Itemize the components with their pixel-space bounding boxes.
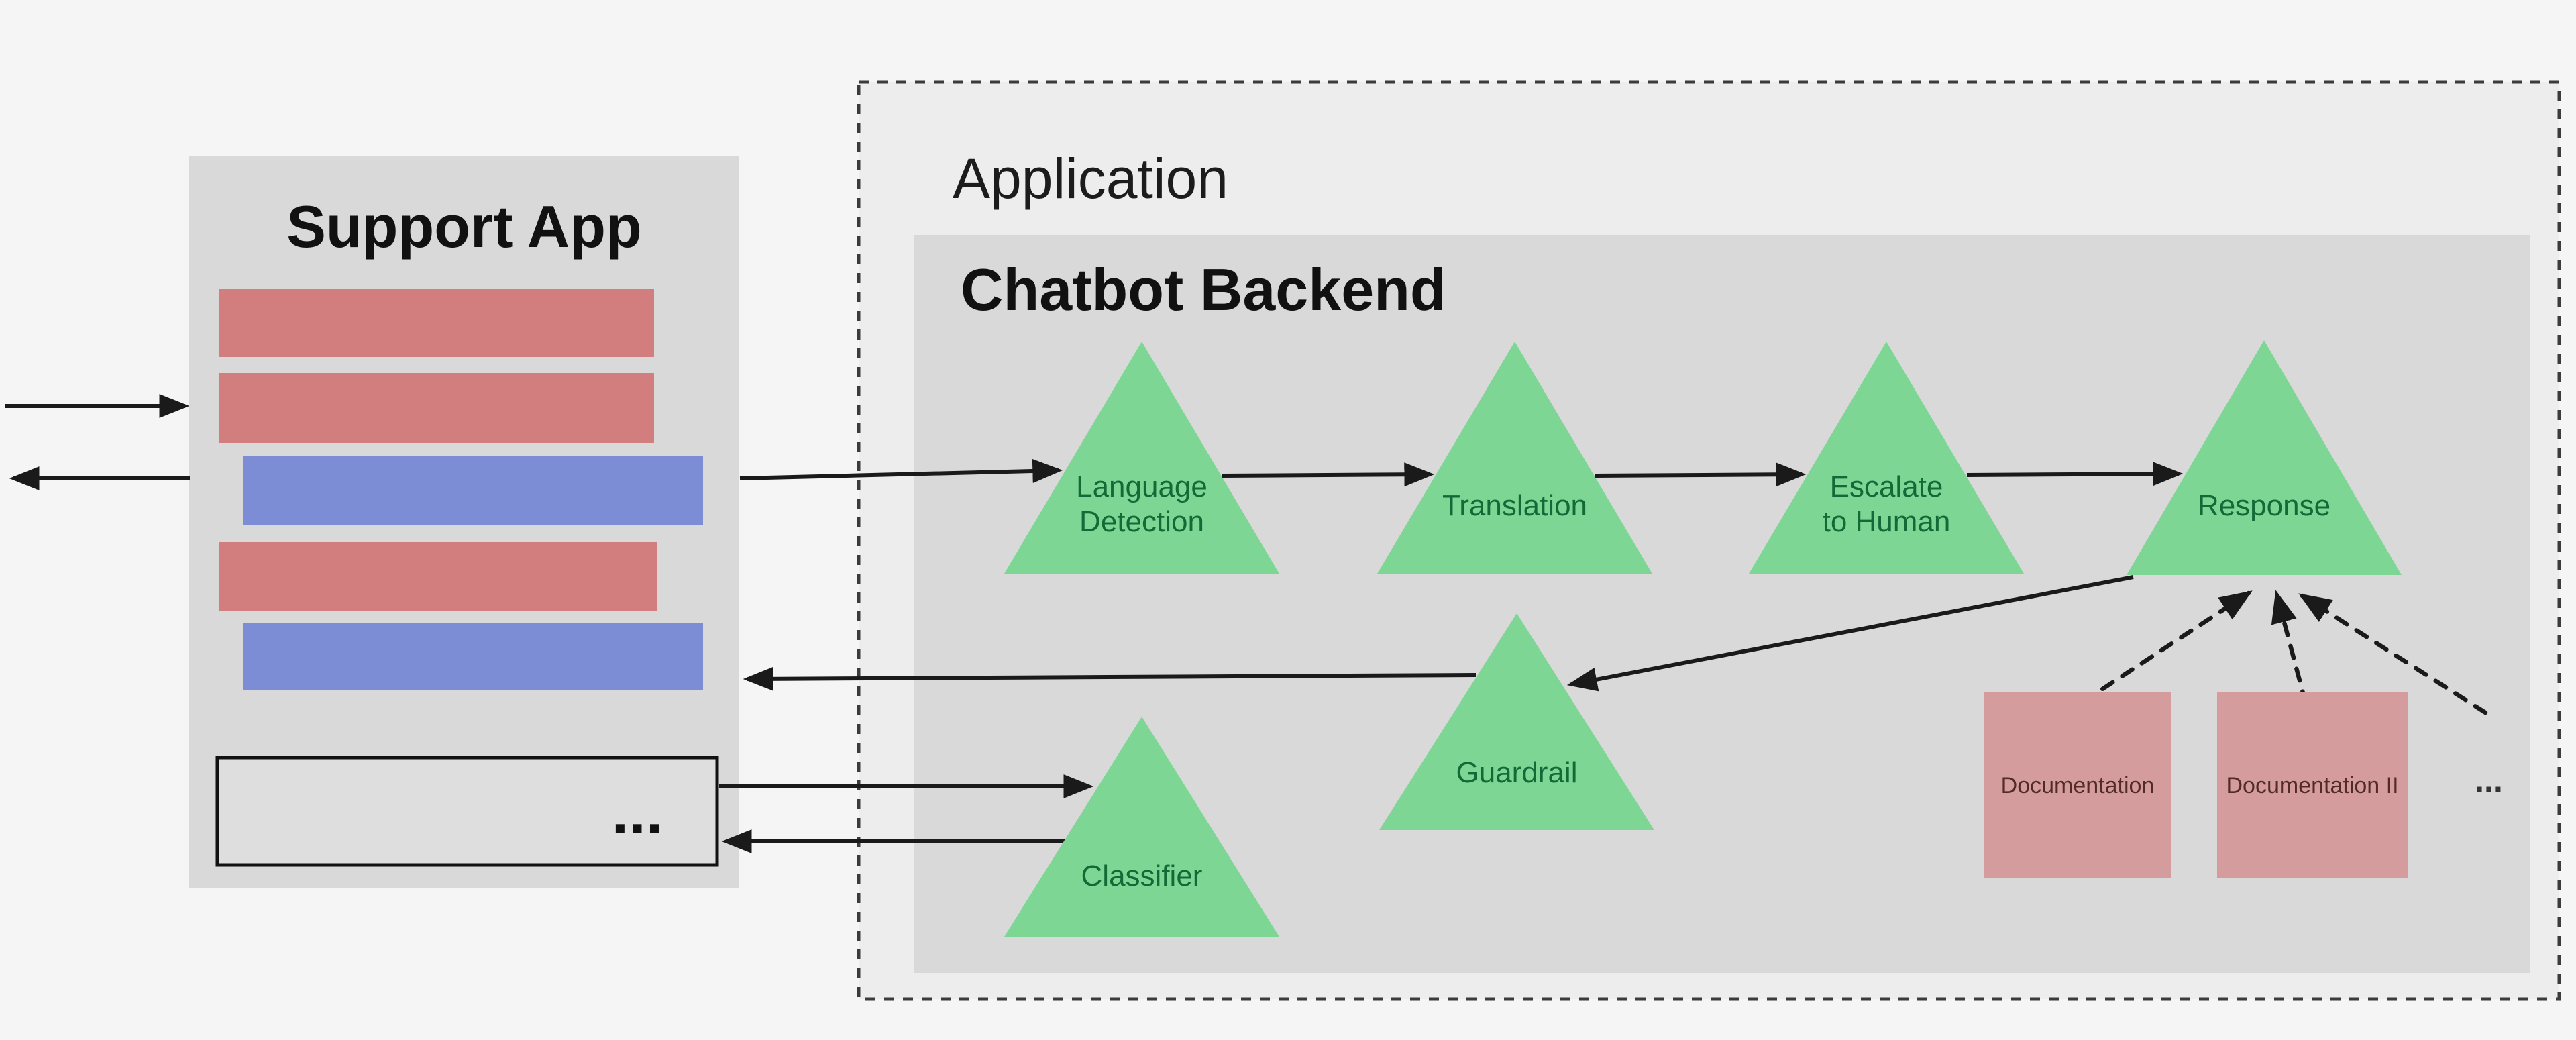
- support-app-title: Support App: [286, 193, 642, 260]
- documentation-2-label: Documentation II: [2226, 773, 2398, 798]
- node-response: Response: [2127, 340, 2402, 575]
- triangle-translation: [1377, 342, 1652, 574]
- pipeline-triangles: Language Detection Translation Escalate …: [1004, 340, 2402, 937]
- node-guardrail: Guardrail: [1379, 613, 1654, 830]
- dashed-arrow-more-docs-to-response: [2298, 593, 2488, 715]
- dashed-arrows: [2080, 590, 2488, 715]
- triangle-language-detection: [1004, 342, 1279, 574]
- triangle-guardrail: [1379, 613, 1654, 830]
- documentation-sources: Documentation Documentation II ...: [1984, 692, 2503, 878]
- language-detection-label-line2: Detection: [1079, 505, 1204, 538]
- arrow-translation-to-escalate: [1595, 462, 1807, 487]
- node-escalate-to-human: Escalate to Human: [1749, 342, 2024, 574]
- response-label: Response: [2198, 489, 2330, 522]
- solid-arrows: [5, 394, 2184, 853]
- triangle-escalate-to-human: [1749, 342, 2024, 574]
- more-documentation-ellipsis: ...: [2475, 762, 2503, 799]
- node-classifier: Classifier: [1004, 717, 1279, 937]
- arrow-support-to-language-detection: [739, 458, 1063, 483]
- message-bar-red-1: [219, 289, 654, 357]
- application-title: Application: [953, 147, 1228, 210]
- chatbot-backend-title: Chatbot Backend: [961, 256, 1446, 323]
- arrow-escalate-to-response: [1966, 462, 2184, 486]
- escalate-label-line1: Escalate: [1830, 470, 1943, 503]
- escalate-label-line2: to Human: [1823, 505, 1951, 538]
- documentation-rect: [1984, 692, 2171, 878]
- documentation-label: Documentation: [2001, 773, 2155, 798]
- more-messages-box: ...: [215, 756, 719, 867]
- documentation-box-2: Documentation II: [2217, 692, 2408, 878]
- more-messages-ellipsis: ...: [612, 778, 663, 847]
- message-bar-blue-1: [243, 456, 703, 525]
- language-detection-label-line1: Language: [1076, 470, 1208, 503]
- support-app-panel: Support App ...: [189, 156, 739, 888]
- message-bar-red-3: [219, 542, 657, 611]
- triangle-classifier: [1004, 717, 1279, 937]
- message-bar-blue-2: [243, 623, 703, 690]
- node-translation: Translation: [1377, 342, 1652, 574]
- message-bar-red-2: [219, 373, 654, 443]
- triangle-response: [2127, 340, 2402, 575]
- arrow-language-detection-to-translation: [1222, 462, 1435, 487]
- guardrail-label: Guardrail: [1456, 756, 1578, 789]
- arrow-guardrail-to-support: [743, 666, 1477, 691]
- documentation-box-1: Documentation: [1984, 692, 2171, 878]
- translation-label: Translation: [1442, 489, 1587, 522]
- documentation-2-rect: [2217, 692, 2408, 878]
- dashed-arrow-documentation-to-response: [2080, 590, 2253, 705]
- classifier-label: Classifier: [1081, 860, 1203, 892]
- dashed-arrow-documentation2-to-response: [2271, 590, 2308, 706]
- node-language-detection: Language Detection: [1004, 342, 1279, 574]
- more-messages-box-border: [215, 756, 719, 867]
- arrow-response-to-guardrail: [1566, 575, 2134, 692]
